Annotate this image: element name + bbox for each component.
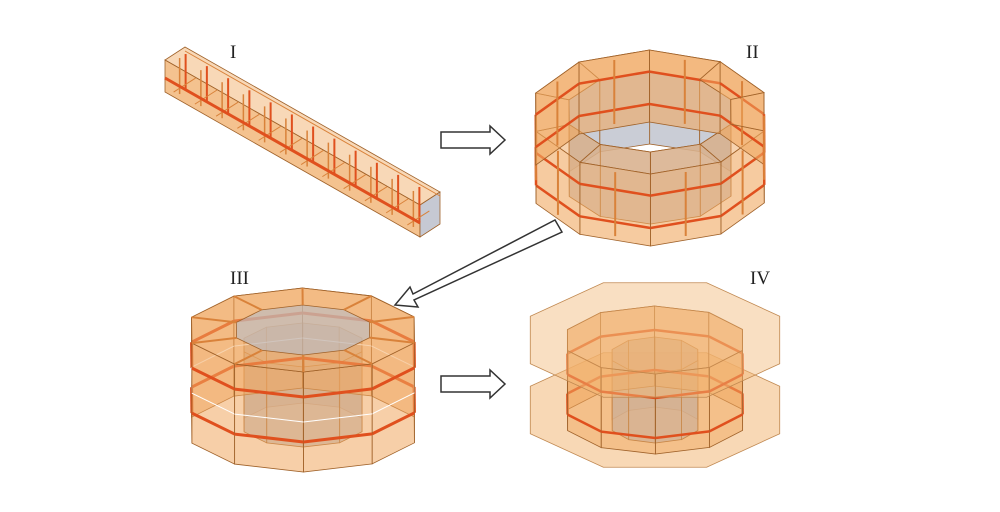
iv-outer-rebar — [708, 413, 744, 433]
iv-outer-rebar — [708, 335, 743, 355]
iv-outer-rebar — [567, 413, 602, 433]
beam-main-rebar — [164, 76, 421, 225]
stage-i-beam — [164, 46, 441, 238]
stage-label-ii: II — [746, 42, 759, 63]
stage-label-iv: IV — [750, 268, 771, 289]
beam-stirrup-tie — [173, 77, 196, 93]
module-outer-rebar — [371, 392, 415, 415]
beam-stirrup-tie — [364, 186, 388, 202]
beam-stirrup-tie — [237, 113, 260, 129]
beam-stirrup-tie — [279, 138, 303, 153]
stage-iv-module-slabs — [529, 282, 781, 468]
arrow-iii-to-iv — [440, 368, 507, 400]
module-outer-rebar — [191, 366, 236, 391]
iv-outer-rebar — [708, 373, 744, 393]
beam-stirrup-tie — [343, 174, 366, 190]
module-outer-rebar — [303, 387, 373, 399]
module-top-opening — [235, 304, 371, 356]
module-radial-rebar — [343, 349, 373, 365]
module-outer-rebar — [371, 366, 416, 391]
beam-end-face — [419, 191, 441, 238]
module-outer-rebar — [191, 411, 236, 436]
beam-stirrup-tie — [215, 101, 239, 117]
module-radial-rebar — [191, 316, 237, 324]
arrow-ii-to-iii — [393, 219, 564, 308]
module-outer-rebar — [303, 413, 373, 423]
iv-outer-rebar — [566, 335, 602, 355]
iv-outer-rebar — [567, 373, 602, 393]
beam-top-rebar — [184, 50, 441, 197]
stage-iii-module — [190, 287, 416, 473]
iv-outer-rebar — [655, 430, 710, 440]
module-radial-rebar — [234, 349, 263, 365]
stage-label-i: I — [230, 42, 237, 63]
module-radial-rebar — [191, 336, 237, 345]
beam-stirrup-tie — [322, 162, 345, 178]
iv-outer-rebar — [600, 328, 655, 338]
ring-segment-top — [730, 92, 765, 132]
iv-outer-rebar — [654, 328, 709, 338]
iv-outer-rebar — [601, 430, 656, 440]
beam-stirrup-tie — [300, 150, 324, 165]
module-radial-rebar — [369, 315, 415, 324]
beam-stirrup-tie — [194, 89, 218, 105]
arrow-i-to-ii — [440, 124, 507, 156]
stage-label-iii: III — [230, 268, 249, 289]
beam-stirrup-tie — [407, 210, 430, 226]
module-outer-rebar — [371, 411, 416, 436]
iv-top-face — [566, 305, 744, 375]
arrows — [393, 124, 564, 400]
beam-stirrup-tie — [258, 125, 281, 141]
module-radial-rebar — [343, 295, 372, 311]
module-outer-rebar — [234, 413, 304, 423]
module-outer-rebar — [303, 432, 373, 444]
stage-ii-ring — [534, 49, 766, 247]
module-outer-rebar — [234, 432, 304, 444]
module-outer-rebar — [234, 387, 304, 399]
module-radial-rebar — [233, 295, 263, 311]
module-outer-rebar — [191, 392, 235, 415]
top-slab — [529, 282, 781, 398]
module-radial-rebar — [369, 336, 415, 344]
beam-stirrup-tie — [385, 198, 409, 214]
